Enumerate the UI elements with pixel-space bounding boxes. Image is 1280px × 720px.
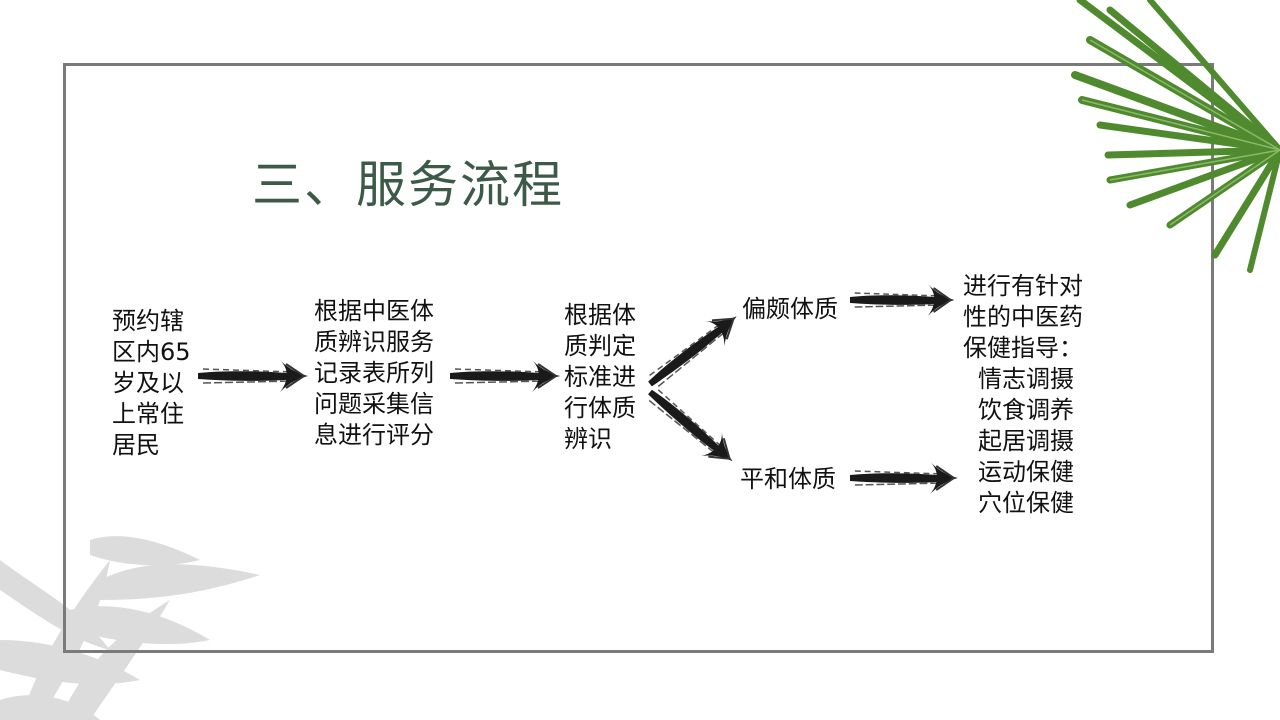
arrow-identify-to-neutral: [638, 378, 744, 475]
guidance-item: 情志调摄: [978, 365, 1074, 393]
node-line: 根据中医体: [314, 297, 434, 325]
node-line: 标准进: [564, 363, 636, 391]
guidance-item: 起居调摄: [978, 427, 1074, 455]
node-line: 行体质: [564, 394, 636, 422]
node-line: 质判定: [564, 332, 636, 360]
guidance-item-list: 情志调摄 饮食调养 起居调摄 运动保健 穴位保健: [963, 364, 1083, 519]
guidance-item: 运动保健: [978, 458, 1074, 486]
guidance-item: 饮食调养: [978, 396, 1074, 424]
node-line: 性的中医药: [963, 303, 1083, 331]
arrow-collect-to-identify: [449, 359, 561, 393]
node-line: 根据体: [564, 301, 636, 329]
slide-frame: [63, 63, 1214, 653]
node-line: 记录表所列: [314, 359, 434, 387]
node-biased-constitution: 偏颇体质: [742, 295, 838, 323]
node-line: 预约辖: [112, 307, 184, 335]
arrow-identify-to-biased: [639, 302, 748, 398]
node-line: 问题采集信: [314, 390, 434, 418]
node-line: 辨识: [564, 425, 612, 453]
node-line: 岁及以: [112, 369, 184, 397]
node-line: 质辨识服务: [314, 328, 434, 356]
node-collect-info: 根据中医体 质辨识服务 记录表所列 问题采集信 息进行评分: [314, 296, 434, 451]
arrow-neutral-to-guidance: [849, 461, 959, 495]
slide-title: 三、服务流程: [252, 156, 564, 214]
arrow-biased-to-guidance: [849, 283, 956, 317]
node-residents: 预约辖 区内65 岁及以 上常住 居民: [112, 306, 191, 461]
node-line: 上常住: [112, 400, 184, 428]
node-line: 保健指导：: [963, 334, 1083, 362]
arrow-residents-to-collect: [197, 359, 309, 393]
node-line: 息进行评分: [314, 421, 434, 449]
guidance-item: 穴位保健: [978, 489, 1074, 517]
node-line: 区内65: [112, 338, 191, 366]
node-neutral-constitution: 平和体质: [740, 465, 836, 493]
node-guidance: 进行有针对 性的中医药 保健指导： 情志调摄 饮食调养 起居调摄 运动保健 穴位…: [963, 271, 1083, 519]
node-line: 进行有针对: [963, 272, 1083, 300]
node-identify: 根据体 质判定 标准进 行体质 辨识: [564, 300, 636, 455]
node-line: 居民: [112, 431, 160, 459]
